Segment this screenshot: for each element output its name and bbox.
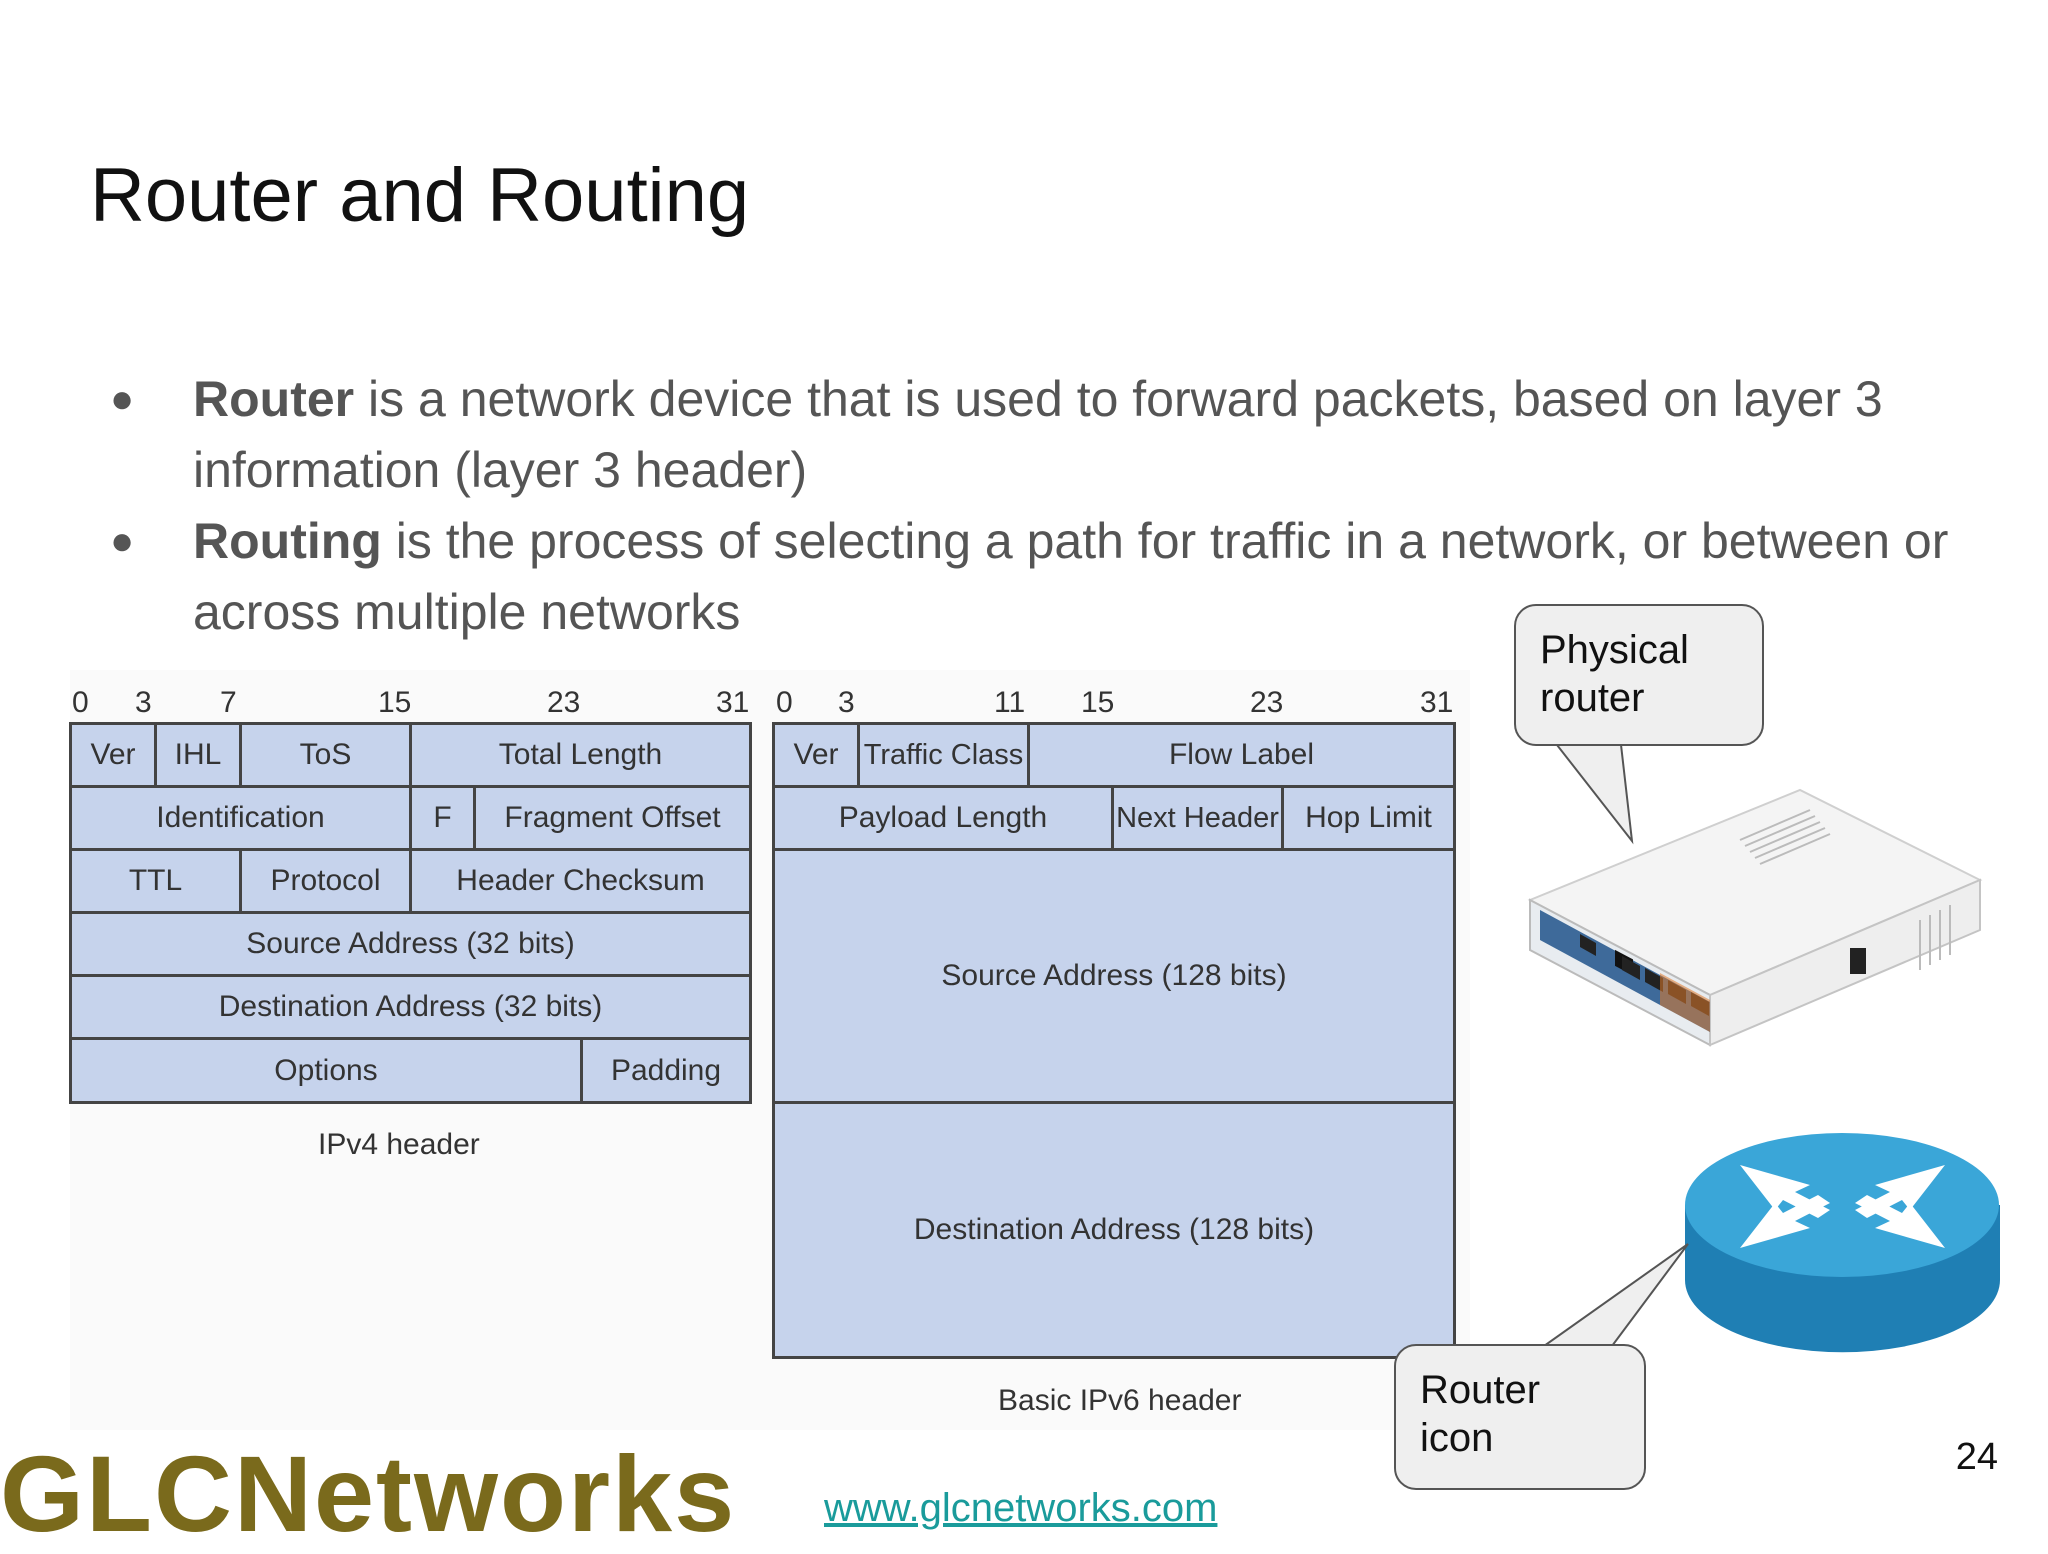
ipv6-bit-tick: 31 [1420,686,1454,719]
website-link[interactable]: www.glcnetworks.com [824,1486,1218,1530]
ipv4-field-identification: Identification [69,785,412,851]
ipv4-bit-tick: 0 [72,686,89,719]
ipv4-bit-tick: 31 [716,686,750,719]
ipv4-bit-tick: 15 [378,686,412,719]
callout-pointer-physical [1548,736,1634,845]
ipv6-bit-tick: 0 [776,686,793,719]
ipv4-field-fragment-offset: Fragment Offset [473,785,752,851]
bullet-router: ● Router is a network device that is used… [110,364,1990,506]
router-icon [1685,1133,2000,1353]
ipv4-bit-tick: 7 [220,686,237,719]
ipv6-field-payload-length: Payload Length [772,785,1114,851]
ipv6-bit-tick: 15 [1081,686,1115,719]
ipv4-field-flags: F [409,785,476,851]
bullet-dot-icon: ● [110,377,135,421]
ipv4-field-header-checksum: Header Checksum [409,848,752,914]
ipv4-bit-tick: 23 [547,686,581,719]
ipv6-field-next-header: Next Header [1111,785,1284,851]
physical-router-image [1527,788,1983,1047]
ipv4-field-tos: ToS [239,722,412,788]
page-number: 24 [1955,1436,1998,1478]
ipv6-caption: Basic IPv6 header [998,1384,1242,1417]
ipv6-bit-tick: 23 [1250,686,1284,719]
ipv4-field-ihl: IHL [154,722,242,788]
callout-physical-router: Physical router [1514,604,1764,746]
ipv4-field-source-address: Source Address (32 bits) [69,911,752,977]
ipv4-field-protocol: Protocol [239,848,412,914]
ipv6-field-destination-address: Destination Address (128 bits) [772,1101,1456,1359]
bullet-dot-icon: ● [110,519,135,563]
ipv4-field-destination-address: Destination Address (32 bits) [69,974,752,1040]
ipv4-field-ttl: TTL [69,848,242,914]
ipv6-field-hop-limit: Hop Limit [1281,785,1456,851]
bullet-bold-term: Router [193,371,355,427]
ipv6-field-ver: Ver [772,722,860,788]
ipv6-field-source-address: Source Address (128 bits) [772,848,1456,1104]
ipv4-field-padding: Padding [580,1037,752,1104]
bullet-list: ● Router is a network device that is used… [110,364,1990,648]
callout-line: Router [1420,1368,1541,1412]
glcnetworks-logo: GLCNetworks [0,1433,737,1554]
ipv6-field-traffic-class: Traffic Class [857,722,1030,788]
ipv4-bit-tick: 3 [135,686,152,719]
ipv6-bit-tick: 11 [994,686,1026,719]
ipv4-field-options: Options [69,1037,583,1104]
bullet-text: is a network device that is used to forw… [193,371,1883,498]
callout-line: icon [1420,1416,1494,1460]
callout-line: router [1540,676,1645,720]
ipv4-field-total-length: Total Length [409,722,752,788]
bullet-routing: ● Routing is the process of selecting a p… [110,506,1990,648]
ipv6-field-flow-label: Flow Label [1027,722,1456,788]
ipv4-caption: IPv4 header [318,1128,480,1161]
ipv4-field-ver: Ver [69,722,157,788]
bullet-bold-term: Routing [193,513,382,569]
slide-title: Router and Routing [90,153,750,238]
callout-line: Physical [1540,628,1689,672]
ipv6-bit-tick: 3 [838,686,855,719]
callout-router-icon: Router icon [1394,1344,1646,1490]
bullet-text: is the process of selecting a path for t… [193,513,1949,640]
